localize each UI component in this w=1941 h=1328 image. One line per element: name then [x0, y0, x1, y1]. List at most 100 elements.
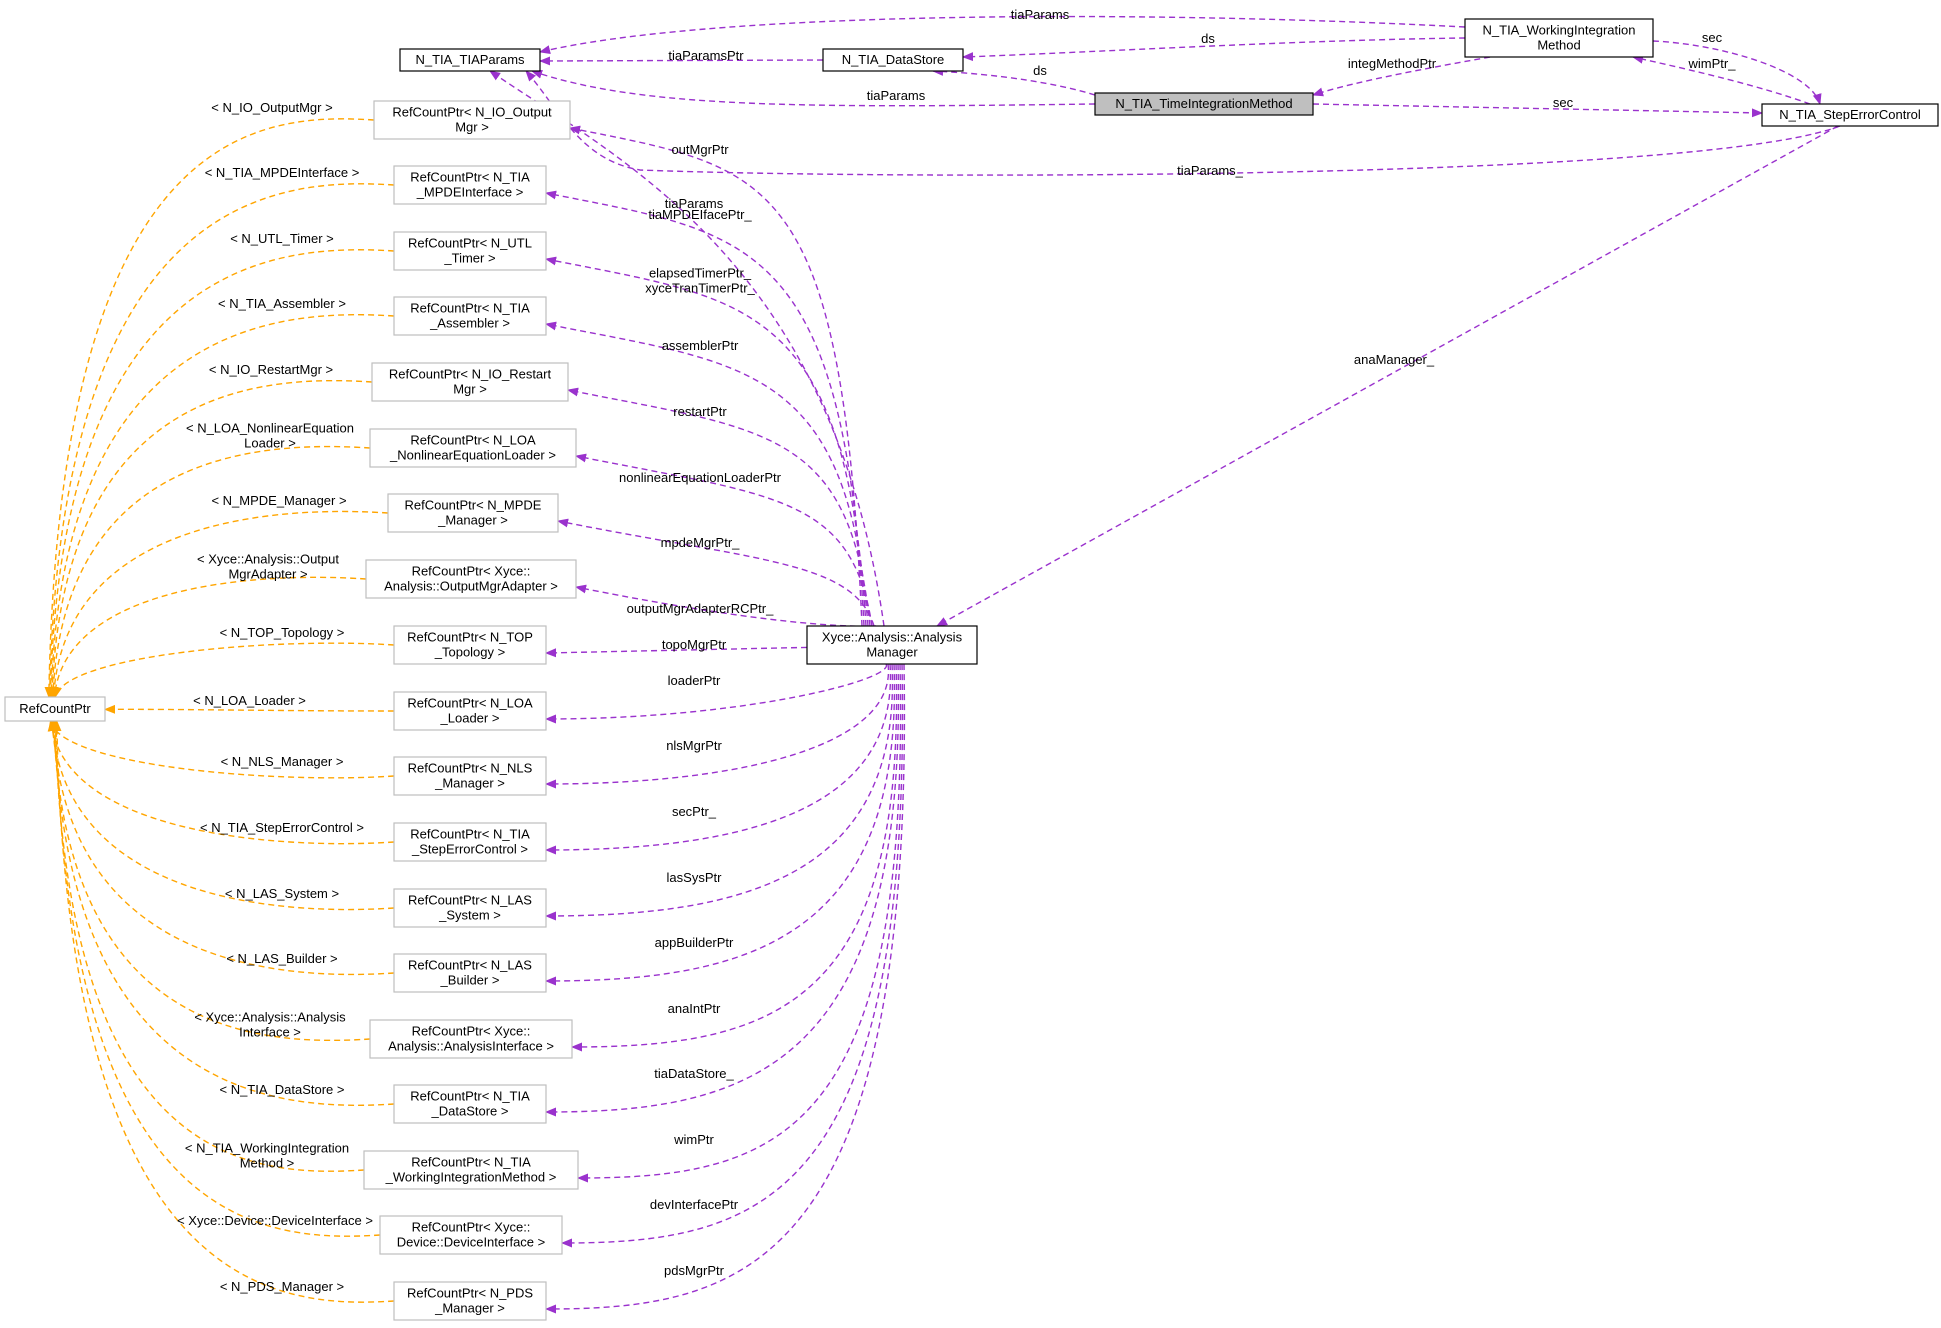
node-rcp_assembler[interactable]: RefCountPtr< N_TIA_Assembler > — [393, 296, 547, 336]
use-label-am_assemblerPtr-text: assemblerPtr — [662, 338, 739, 353]
template-edge-workingIntegration — [50, 719, 365, 1172]
template-label-restartMgr: < N_IO_RestartMgr > — [209, 362, 333, 377]
node-rcp_nlsManager[interactable]: RefCountPtr< N_NLS_Manager > — [393, 756, 547, 796]
use-edge-ds_tiaParamsPtr — [538, 56, 824, 66]
node-timeIntegrationMethod-box — [1094, 92, 1314, 116]
use-label-am_nlsMgrPtr-text: nlsMgrPtr — [666, 738, 722, 753]
node-rcp_outputMgr[interactable]: RefCountPtr< N_IO_OutputMgr > — [373, 100, 571, 140]
use-label-sec_anaManager-text: anaManager_ — [1354, 352, 1435, 367]
use-label-am_outMgrPtr: outMgrPtr — [671, 142, 729, 157]
node-rcp_deviceInterface[interactable]: RefCountPtr< Xyce::Device::DeviceInterfa… — [379, 1215, 563, 1255]
template-edge-deviceInterface — [51, 719, 381, 1237]
node-rcp_dataStore[interactable]: RefCountPtr< N_TIA_DataStore > — [393, 1084, 547, 1124]
node-rcp_lasSystem-label-line-2: _System > — [438, 908, 501, 923]
template-label-analysisInterface-text-line-2: Interface > — [239, 1025, 301, 1040]
use-label-wim_ds-text: ds — [1201, 31, 1215, 46]
node-workingIntegration-box — [1464, 18, 1654, 58]
use-edge-am_anaIntPtr — [570, 663, 898, 1052]
template-label-timer-text: < N_UTL_Timer > — [230, 231, 334, 246]
template-label-nlsManager: < N_NLS_Manager > — [221, 754, 344, 769]
node-rcp_dataStore-box — [393, 1084, 547, 1124]
template-label-mpdeManager-text: < N_MPDE_Manager > — [211, 493, 346, 508]
node-rcp_mpdeInterface[interactable]: RefCountPtr< N_TIA_MPDEInterface > — [393, 165, 547, 205]
node-rcp_mpdeInterface-box — [393, 165, 547, 205]
node-rcp_lasBuilder[interactable]: RefCountPtr< N_LAS_Builder > — [393, 953, 547, 993]
node-refCountPtr[interactable]: RefCountPtr — [4, 696, 106, 722]
template-label-nonlinearLoader-text-line-2: Loader > — [244, 436, 296, 451]
use-label-am_lasSysPtr: lasSysPtr — [667, 870, 723, 885]
template-label-outputMgrAdapter-text-line-2: MgrAdapter > — [228, 567, 307, 582]
node-rcp_nonlinearLoader-label-line-1: RefCountPtr< N_LOA — [410, 433, 536, 448]
use-edge-am_timers — [544, 256, 867, 627]
use-label-am_mpdeMgrPtr-text: mpdeMgrPtr_ — [661, 535, 741, 550]
use-edge-tim_tiaParams — [530, 70, 1096, 107]
node-rcp_workingIntegration[interactable]: RefCountPtr< N_TIA_WorkingIntegrationMet… — [363, 1150, 579, 1190]
node-rcp_lasBuilder-box — [393, 953, 547, 993]
template-edge-topology — [53, 642, 395, 699]
template-edge-loader — [103, 704, 395, 714]
use-label-tim_ds: ds — [1033, 63, 1047, 78]
use-label-am_tiaParams-text: tiaParams — [665, 196, 724, 211]
node-rcp_restartMgr[interactable]: RefCountPtr< N_IO_RestartMgr > — [371, 362, 569, 402]
use-edge-am_tiaDataStore — [544, 663, 900, 1117]
template-label-lasBuilder-text: < N_LAS_Builder > — [226, 951, 337, 966]
node-analysisManager-box — [806, 625, 978, 665]
node-timeIntegrationMethod[interactable]: N_TIA_TimeIntegrationMethod — [1094, 92, 1314, 116]
node-dataStore[interactable]: N_TIA_DataStore — [822, 48, 964, 72]
template-label-workingIntegration-text-line-1: < N_TIA_WorkingIntegration — [185, 1141, 349, 1156]
node-rcp_analysisInterface[interactable]: RefCountPtr< Xyce::Analysis::AnalysisInt… — [369, 1019, 573, 1059]
template-edge-mpdeManager — [49, 510, 389, 699]
node-rcp_timer[interactable]: RefCountPtr< N_UTL_Timer > — [393, 231, 547, 271]
node-rcp_assembler-box — [393, 296, 547, 336]
node-rcp_pdsManager[interactable]: RefCountPtr< N_PDS_Manager > — [393, 1281, 547, 1321]
template-label-topology-text: < N_TOP_Topology > — [220, 625, 345, 640]
node-rcp_nonlinearLoader[interactable]: RefCountPtr< N_LOA_NonlinearEquationLoad… — [369, 428, 577, 468]
use-edge-am_nlsMgrPtr — [544, 663, 890, 789]
use-label-wim_ds: ds — [1201, 31, 1215, 46]
node-rcp_restartMgr-label-line-2: Mgr > — [453, 382, 487, 397]
node-stepErrorControl[interactable]: N_TIA_StepErrorControl — [1761, 103, 1939, 127]
use-label-sec_anaManager: anaManager_ — [1354, 352, 1435, 367]
node-rcp_mpdeManager[interactable]: RefCountPtr< N_MPDE_Manager > — [387, 493, 559, 533]
node-rcp_mpdeManager-label-line-2: _Manager > — [437, 513, 508, 528]
template-label-assembler-text: < N_TIA_Assembler > — [218, 296, 346, 311]
use-label-am_appBuilderPtr-text: appBuilderPtr — [655, 935, 734, 950]
template-label-pdsManager-text: < N_PDS_Manager > — [220, 1279, 344, 1294]
node-rcp_analysisInterface-box — [369, 1019, 573, 1059]
node-rcp_topology[interactable]: RefCountPtr< N_TOP_Topology > — [393, 625, 547, 665]
node-rcp_timer-label-line-1: RefCountPtr< N_UTL — [408, 236, 532, 251]
template-label-dataStore-text: < N_TIA_DataStore > — [219, 1082, 344, 1097]
node-rcp_outputMgrAdapter[interactable]: RefCountPtr< Xyce::Analysis::OutputMgrAd… — [365, 559, 577, 599]
use-label-am_mpdeMgrPtr: mpdeMgrPtr_ — [661, 535, 741, 550]
node-tiaParams[interactable]: N_TIA_TIAParams — [399, 48, 541, 72]
use-label-am_outputMgrAdapterRCPtr-text: outputMgrAdapterRCPtr_ — [627, 601, 774, 616]
node-workingIntegration-label-line-2: Method — [1537, 38, 1580, 53]
node-rcp_topology-label-line-1: RefCountPtr< N_TOP — [407, 630, 533, 645]
node-workingIntegration[interactable]: N_TIA_WorkingIntegrationMethod — [1464, 18, 1654, 58]
use-label-tim_sec-text: sec — [1553, 95, 1574, 110]
node-rcp_nlsManager-label-line-1: RefCountPtr< N_NLS — [408, 761, 533, 776]
node-rcp_topology-box — [393, 625, 547, 665]
node-rcp_lasBuilder-label-line-1: RefCountPtr< N_LAS — [408, 958, 532, 973]
node-rcp_deviceInterface-label-line-2: Device::DeviceInterface > — [397, 1235, 545, 1250]
use-label-wim_integMethodPtr-text: integMethodPtr — [1348, 56, 1437, 71]
template-label-outputMgrAdapter-text-line-1: < Xyce::Analysis::Output — [197, 552, 339, 567]
node-rcp_outputMgrAdapter-label-line-2: Analysis::OutputMgrAdapter > — [384, 579, 558, 594]
node-tiaParams-label: N_TIA_TIAParams — [415, 52, 525, 67]
node-analysisManager-label-line-2: Manager — [866, 645, 918, 660]
template-label-nonlinearLoader: < N_LOA_NonlinearEquationLoader > — [186, 421, 354, 451]
node-rcp_restartMgr-box — [371, 362, 569, 402]
node-rcp_loader[interactable]: RefCountPtr< N_LOA_Loader > — [393, 691, 547, 731]
template-edge-lasBuilder — [48, 719, 395, 976]
template-label-mpdeInterface-text: < N_TIA_MPDEInterface > — [205, 165, 360, 180]
use-edge-sec_tiaParams — [525, 70, 1841, 176]
use-label-wim_tiaParams-text: tiaParams — [1011, 7, 1070, 22]
use-label-am_pdsMgrPtr: pdsMgrPtr — [664, 1263, 725, 1278]
node-rcp_lasSystem[interactable]: RefCountPtr< N_LAS_System > — [393, 888, 547, 928]
use-label-am_tiaDataStore-text: tiaDataStore_ — [654, 1066, 734, 1081]
node-rcp_stepErrorControl[interactable]: RefCountPtr< N_TIA_StepErrorControl > — [393, 822, 547, 862]
use-edge-sec_anaManager — [936, 125, 1839, 627]
use-label-am_outputMgrAdapterRCPtr: outputMgrAdapterRCPtr_ — [627, 601, 774, 616]
use-label-am_wimPtr: wimPtr — [673, 1132, 714, 1147]
